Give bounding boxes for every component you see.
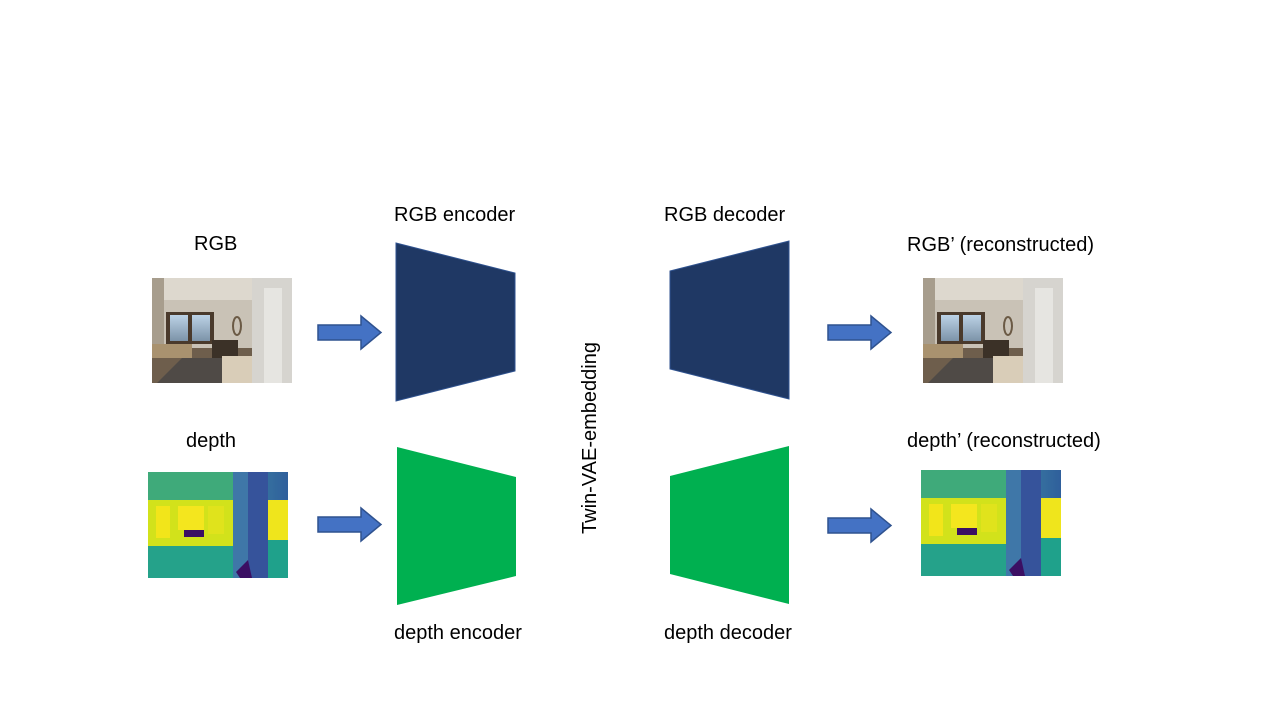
rgb-decoder-label: RGB decoder (664, 204, 786, 226)
depth-input-image (148, 472, 288, 578)
depth-decoder-label: depth decoder (664, 622, 792, 644)
depth-output-label: depth’ (reconstructed) (907, 430, 1101, 452)
depth-encoder-block (397, 447, 516, 605)
rgb-output-arrow-icon (827, 315, 892, 350)
depth-encoder-label: depth encoder (394, 622, 522, 644)
rgb-input-label: RGB (194, 233, 238, 255)
embedding-label: Twin-VAE-embedding (579, 342, 601, 534)
rgb-decoder-block (669, 240, 790, 400)
depth-output-arrow-icon (827, 508, 892, 543)
rgb-output-label: RGB’ (reconstructed) (907, 234, 1095, 256)
depth-input-arrow-icon (317, 507, 382, 542)
depth-input-label: depth (186, 430, 237, 452)
depth-decoder-block (670, 446, 789, 604)
depth-output-image (921, 470, 1061, 576)
rgb-input-arrow-icon (317, 315, 382, 350)
rgb-input-image (151, 277, 293, 384)
rgb-output-image (922, 277, 1064, 384)
rgb-encoder-block (395, 242, 516, 402)
rgb-encoder-label: RGB encoder (394, 204, 516, 226)
